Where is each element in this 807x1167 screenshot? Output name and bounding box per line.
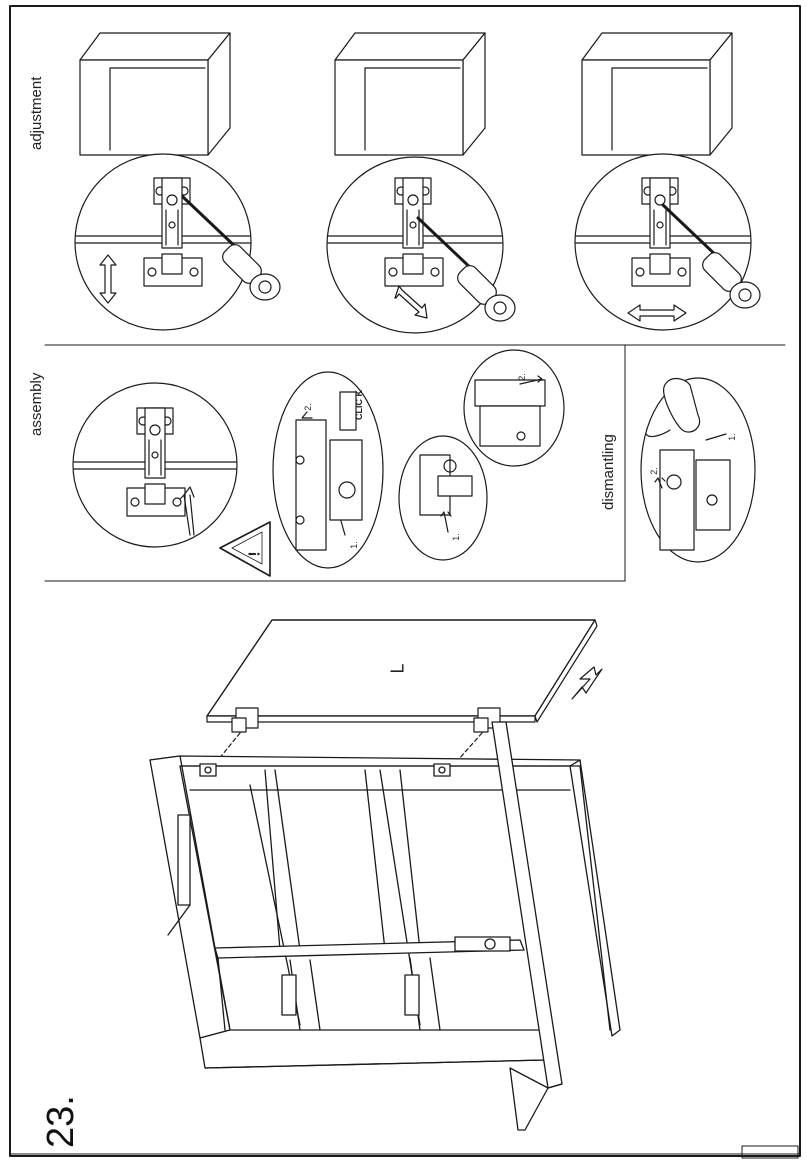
side-panel	[491, 721, 563, 1131]
door-panel	[206, 619, 598, 723]
panel-letter: L	[387, 663, 408, 674]
assembly-detail-clic	[272, 371, 384, 569]
callout-clic-2: 2.	[302, 403, 313, 411]
step-number: 23.	[40, 1095, 82, 1148]
adjustment-cabinet-2	[334, 32, 486, 156]
diagonal-arrow-icon	[394, 285, 428, 319]
insert-arrow-icon	[571, 666, 603, 700]
callout-dismantle-2: 2.	[648, 467, 659, 475]
assembly-detail-upper	[463, 349, 565, 467]
adjustment-cabinet-3	[581, 32, 733, 156]
section-label-assembly: assembly	[28, 372, 45, 436]
page-frame	[9, 5, 801, 1159]
section-label-adjustment: adjustment	[28, 76, 45, 150]
vertical-arrow-icon	[99, 254, 117, 304]
callout-upper-2: 2.	[516, 373, 527, 381]
adjustment-detail-2	[326, 156, 517, 334]
assembly-detail-lower	[398, 435, 488, 561]
warning-triangle-icon	[219, 521, 271, 577]
assembly-detail-main	[72, 382, 238, 548]
section-dividers	[44, 344, 786, 582]
clic-label: CLIC K	[354, 390, 364, 420]
dismantling-detail	[640, 377, 756, 563]
callout-lower-1: 1.	[450, 533, 461, 541]
adjustment-detail-3	[574, 153, 762, 331]
adjustment-cabinet-1	[79, 32, 231, 156]
callout-clic-1: 1.	[348, 541, 359, 549]
cabinet-body	[149, 755, 621, 1069]
horizontal-arrow-icon	[627, 304, 687, 322]
adjustment-detail-1	[74, 153, 282, 331]
door-hinge-left	[217, 707, 259, 761]
door-hinge-right	[457, 707, 501, 761]
callout-dismantle-1: 1.	[726, 433, 737, 441]
warning-mark: !	[246, 551, 264, 557]
section-label-dismantling: dismantling	[600, 434, 617, 510]
